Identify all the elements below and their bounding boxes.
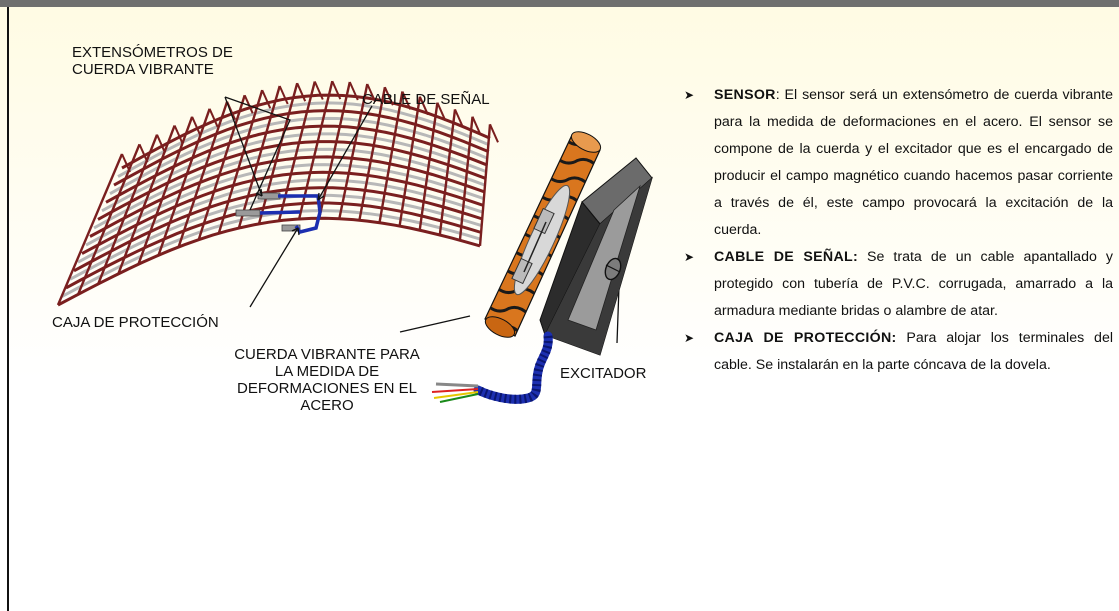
stirrup — [191, 116, 202, 136]
transverse-bar — [398, 96, 422, 227]
label-cuerda-vibrante: CUERDA VIBRANTE PARA LA MEDIDA DE DEFORM… — [234, 346, 420, 414]
grey-bar — [85, 163, 485, 247]
transverse-bar — [237, 85, 281, 229]
stirrup — [348, 81, 359, 101]
stirrup — [156, 134, 166, 154]
grey-bar — [109, 116, 489, 196]
bullet-term: CABLE DE SEÑAL: — [714, 249, 858, 265]
label-extensometros: EXTENSÓMETROS DE CUERDA VIBRANTE — [72, 44, 233, 78]
stirrup — [208, 108, 219, 128]
label-cable-senal: CABLE DE SEÑAL — [362, 91, 490, 108]
grey-bar — [93, 147, 487, 230]
transverse-bar — [418, 102, 439, 231]
arrow-bullet-icon: ➤ — [684, 331, 695, 345]
grey-bar — [117, 101, 490, 178]
transverse-bar — [257, 82, 299, 225]
stirrup — [401, 91, 412, 110]
transverse-bar — [137, 116, 194, 265]
longitudinal-bar — [81, 170, 485, 255]
tube-band — [487, 305, 530, 316]
stirrup — [331, 80, 342, 100]
excitador-box — [539, 157, 653, 356]
left-border — [7, 7, 9, 611]
transverse-bar — [157, 108, 211, 256]
stirrup — [489, 123, 499, 143]
stirrups — [121, 80, 499, 173]
stirrup — [261, 89, 272, 109]
stirrup — [296, 82, 307, 102]
label-caja-proteccion: CAJA DE PROTECCIÓN — [52, 314, 219, 331]
stirrup — [471, 116, 482, 136]
tube-band — [556, 157, 599, 168]
transverse-bar — [318, 81, 351, 219]
bullet-cable-senal: ➤ CABLE DE SEÑAL: Se trata de un cable ap… — [684, 244, 1113, 325]
longitudinal-bar — [105, 124, 489, 204]
stirrup — [278, 85, 289, 105]
bullet-text: : El sensor será un extensómetro de cuer… — [714, 87, 1113, 238]
grey-bar — [101, 132, 488, 213]
top-bar — [0, 0, 1119, 7]
vibrating-wire-sensor — [484, 131, 602, 338]
transverse-bar — [217, 89, 264, 234]
longitudinal-bar — [121, 93, 491, 170]
bullet-text: Para alojar los terminales del cable. Se… — [714, 330, 1113, 373]
label-excitador: EXCITADOR — [560, 365, 647, 382]
stirrup — [243, 94, 254, 114]
longitudinal-bars — [57, 93, 491, 307]
stirrup — [121, 153, 131, 173]
description-list: ➤ SENSOR: El sensor será un extensómetro … — [684, 82, 1113, 379]
transverse-bar — [378, 91, 404, 223]
bullet-term: SENSOR — [714, 87, 776, 103]
transverse-bar — [438, 109, 457, 236]
transverse-bar — [197, 94, 246, 241]
signal-cable — [431, 331, 553, 404]
arrow-bullet-icon: ➤ — [684, 250, 695, 264]
bullet-text: Se trata de un cable apantallado y prote… — [714, 249, 1113, 319]
longitudinal-bar — [65, 201, 482, 290]
arrow-bullet-icon: ➤ — [684, 88, 695, 102]
stirrup — [366, 83, 377, 103]
stirrup — [138, 143, 149, 163]
mesh-sensor-gauges — [235, 192, 322, 234]
longitudinal-bar — [73, 186, 483, 273]
transverse-bar — [458, 116, 474, 241]
longitudinal-bar — [97, 140, 487, 221]
transverse-bar — [56, 153, 124, 306]
tube-band — [547, 175, 590, 187]
transverse-bar — [117, 125, 176, 275]
transverse-bar — [478, 124, 492, 246]
longitudinal-bar — [113, 109, 490, 187]
transverse-bar — [358, 86, 387, 221]
stirrup — [313, 81, 324, 100]
stirrup — [173, 125, 184, 144]
grey-bar — [77, 178, 484, 264]
stirrup — [454, 108, 464, 128]
stirrup — [436, 102, 447, 122]
bullet-sensor: ➤ SENSOR: El sensor será un extensómetro … — [684, 82, 1113, 244]
bullet-term: CAJA DE PROTECCIÓN: — [714, 330, 897, 346]
longitudinal-bar — [89, 155, 486, 238]
bullet-caja-proteccion: ➤ CAJA DE PROTECCIÓN: Para alojar los ter… — [684, 325, 1113, 379]
longitudinal-bar — [57, 216, 481, 307]
stirrup — [418, 96, 429, 116]
transverse-bar — [338, 83, 369, 219]
stirrup — [383, 86, 394, 106]
transverse-bar — [177, 101, 229, 248]
